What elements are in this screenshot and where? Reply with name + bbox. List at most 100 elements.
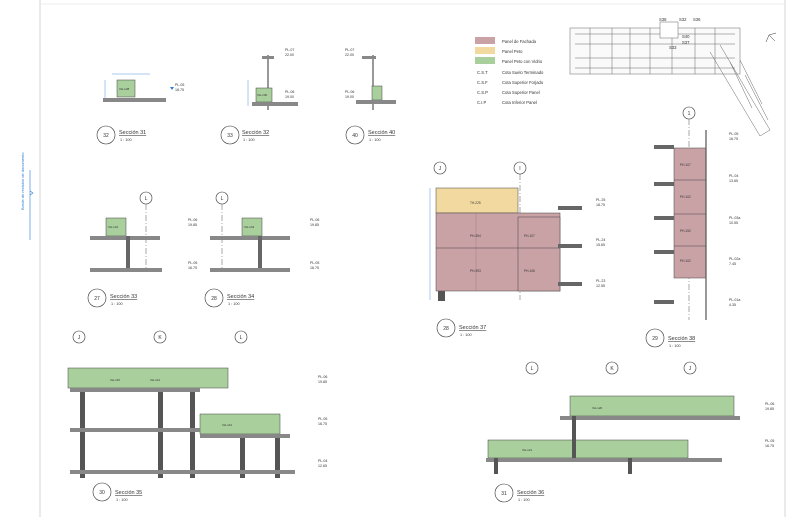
panel-label: TH-225 [470,201,481,205]
panel-label: PH-107 [524,234,535,238]
level-value-top: 22.00 [345,53,354,57]
title-block-s36: 31 Sección 36 1 : 100 [494,483,544,503]
panel-label: VH-120 [592,406,603,410]
level-value: 19.00 [345,95,354,99]
level-name-top: PL.06 [310,218,319,222]
section-title: Sección 35 [115,490,142,496]
level-name: PL.01a [729,298,740,302]
level-name: PL.05 [188,261,197,265]
section-title: Sección 37 [459,325,486,331]
level-value-top: 19.85 [310,223,319,227]
section-title: Sección 32 [242,130,269,136]
section-37: J I TH-225 PH-394 PH-107 PH-393 PH-106 P… [429,161,605,301]
grid-label-j: J [439,166,442,172]
keyplan-label-s37: S37 [682,40,690,45]
level-name: PL.03a [729,216,740,220]
section-number: 27 [94,296,100,302]
title-block-s34: 28 Sección 34 1 : 100 [204,288,254,308]
panel-glass [67,367,229,389]
keyplan-label-s33: S33 [669,45,677,50]
level-value: 7.45 [729,262,736,266]
section-36: L K J VH-120 VH-121 PL.06 19.85 PL.05 16… [486,361,774,474]
level-value: 12.55 [596,284,605,288]
section-title: Sección 33 [110,294,137,300]
level-value: 16.75 [318,422,327,426]
title-block-s40: 40 Sección 40 1 : 100 [345,125,395,145]
level-name: PL.06 [345,90,354,94]
section-number: 28 [211,296,217,302]
grid-label-k: K [610,366,614,372]
title-block-s31: 32 Sección 31 1 : 100 [96,125,146,145]
grid-label-i: I [519,166,520,172]
level-value: 10.55 [729,221,738,225]
side-note-mark [29,170,34,240]
panel-label: VH-121 [522,448,533,452]
title-block-s33: 27 Sección 33 1 : 100 [87,288,137,308]
section-number: 28 [443,326,449,332]
panel-label: PH-102 [680,195,691,199]
title-block-s35: 30 Sección 35 1 : 100 [92,482,142,502]
panel-label: VH-114 [150,378,160,382]
keyplan-label-s40: S40 [682,34,690,39]
section-scale: 1 : 100 [460,333,472,337]
panel-label: VH-115 [110,378,120,382]
legend: Panel de Fachada Panel Peto Panel Peto c… [475,37,544,105]
grid-label-k: K [158,335,162,341]
section-40: PL.07 22.00 PL.06 19.00 [345,48,396,110]
legend-code-csp-label: Cota Superior Panel [502,90,540,95]
legend-code-cst: C.S.T [477,70,488,75]
key-plan: S38 S32 S36 S40 S37 S33 [569,17,777,137]
section-number: 29 [652,336,658,342]
section-33: L VH-141 PL.06 19.85 PL.05 16.75 [90,191,197,272]
level-name: PL.06 [318,375,327,379]
level-value: 16.75 [765,444,774,448]
level-name: PL.05 [318,417,327,421]
legend-code-csp: C.S.P [477,90,488,95]
grid-label-l: L [531,366,534,372]
section-scale: 1 : 100 [111,302,123,306]
level-name: PL.04 [729,174,738,178]
level-name: PL.05 [175,83,184,87]
level-value: 13.65 [729,179,738,183]
section-scale: 1 : 100 [243,138,255,142]
section-scale: 1 : 100 [116,498,128,502]
section-number: 30 [99,490,105,496]
section-title: Sección 38 [668,336,695,342]
grid-label-j: J [689,366,692,372]
level-value: 16.75 [729,137,738,141]
section-number: 32 [103,133,109,139]
legend-code-cip: C.I.P [477,100,487,105]
side-note: Borde de revisión de documento [20,152,25,210]
grid-label-j: J [78,335,81,341]
section-scale: 1 : 100 [120,138,132,142]
panel-label: VH-128 [119,87,130,91]
level-name-top: PL.07 [345,48,354,52]
section-bubble [96,125,116,145]
panel-label: VH-130 [257,93,268,97]
section-scale: 1 : 100 [669,344,681,348]
section-32: VH-130 PL.07 22.00 PL.06 19.00 [247,48,298,110]
legend-label-parapet: Panel Peto [502,49,523,54]
level-value: 19.85 [318,380,327,384]
grid-label: 1 [688,111,691,117]
panel-label: VH-143 [244,225,255,229]
panel-label: PH-106 [524,269,535,273]
legend-code-csf: C.S.F [477,80,488,85]
legend-swatch-glass [475,57,495,64]
panel-label: PH-393 [470,269,481,273]
slab [103,98,166,102]
grid-label: L [221,196,224,202]
panel-label: PH-152 [680,229,691,233]
title-block-s38: 29 Sección 38 1 : 100 [645,328,695,348]
level-name: PL.04 [318,459,327,463]
section-title: Sección 34 [227,294,254,300]
section-number: 40 [352,133,358,139]
level-value: 18.75 [175,88,184,92]
keyplan-label-s32: S32 [679,17,687,22]
section-scale: 1 : 100 [228,302,240,306]
level-value: 16.75 [188,266,197,270]
level-name-top: PL.07 [285,48,294,52]
section-38: 1 PH-107 PH-102 PH-152 PH-102 PL.05 16.7… [654,106,740,320]
panel-label: VH-141 [108,225,119,229]
